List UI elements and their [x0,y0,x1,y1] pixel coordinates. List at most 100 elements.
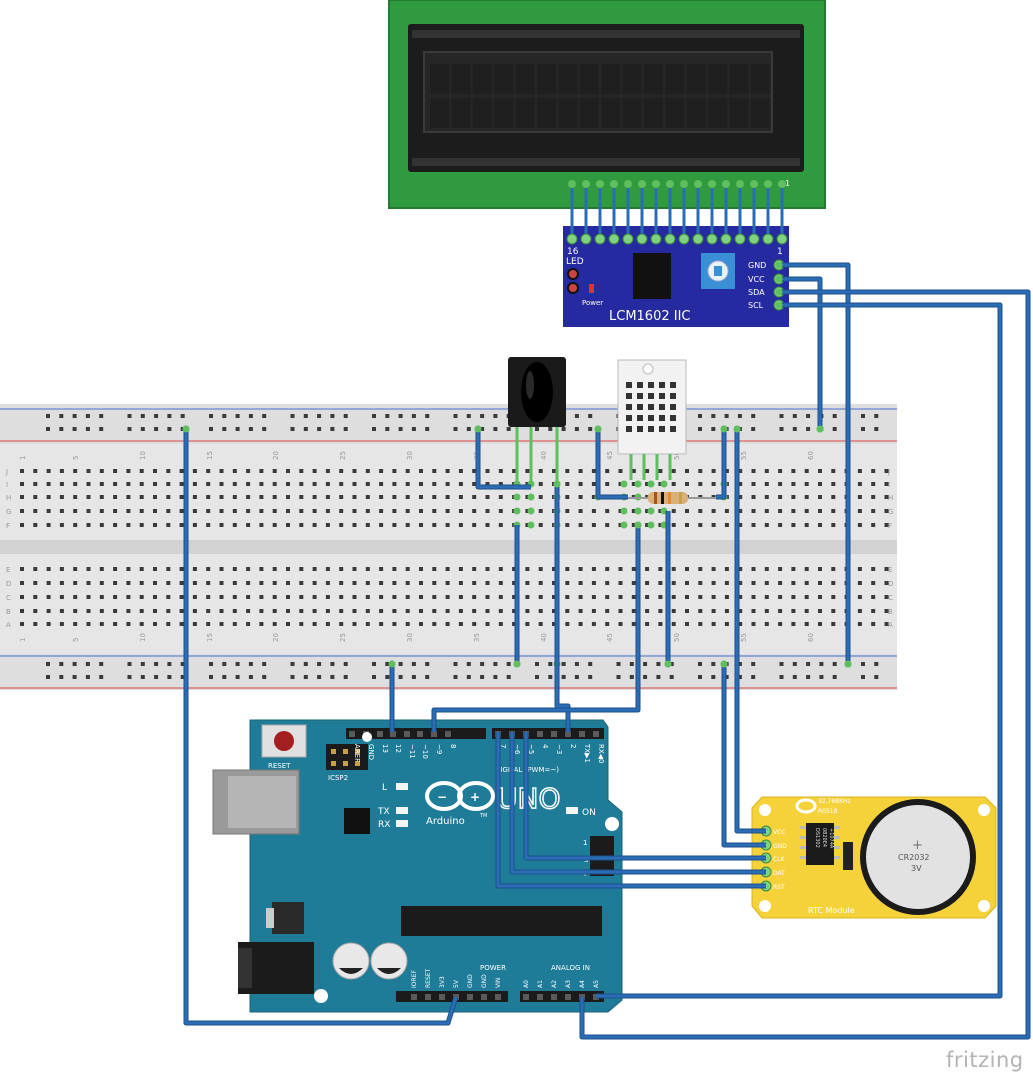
bb-hole [445,495,450,499]
wire [555,484,570,732]
bb-hole [645,609,650,613]
bb-hole [658,469,663,473]
bb-hole [857,567,862,571]
digital-pin-label: AREF [353,744,361,762]
bb-hole [166,495,171,499]
bb-rail-hole [209,675,213,679]
bb-rail-hole [506,675,511,679]
bb-rail-hole [262,662,267,666]
bb-hole [365,482,370,486]
power-pin-label: RESET [425,968,432,988]
bb-hole [325,567,330,571]
lcd-pin [638,180,646,188]
bb-hole [485,609,490,613]
bb-hole [139,523,144,527]
bb-hole [59,469,64,473]
bb-hole [379,622,384,626]
bb-hole [246,469,251,473]
bb-hole [884,482,889,486]
bb-hole [325,595,330,599]
bb-hole [565,581,570,585]
icsp1-label: 1 [583,839,587,847]
bb-hole [778,622,783,626]
bb-rail-hole [493,675,498,679]
bb-hole [645,581,650,585]
bb-hole [339,595,344,599]
bb-hole [312,509,317,513]
bb-used-hole [620,480,628,488]
bb-rail-hole [154,675,159,679]
bb-hole [379,469,384,473]
bb-hole [192,567,197,571]
bb-hole [724,567,729,571]
lcd-char-cell [451,64,471,94]
bb-hole [485,509,490,513]
brand-tm: TM [479,813,487,819]
wire [596,303,1002,998]
wire-endpoint [775,261,783,269]
bb-hole [20,609,24,613]
bb-hole [764,523,769,527]
bb-hole [352,495,357,499]
bb-hole [20,581,24,585]
bb-hole [153,595,157,599]
bb-rail-hole [209,662,213,666]
bb-hole [113,595,118,599]
bb-rail-hole [751,414,756,418]
bb-hole [458,595,463,599]
bb-rail-hole [724,414,729,418]
bb-hole [232,495,237,499]
bb-hole [591,495,596,499]
bb-hole [605,622,610,626]
bb-hole [458,469,463,473]
bb-hole [698,609,703,613]
power-pin-label: 5V [453,979,460,988]
bb-row-letter: E [888,566,892,574]
bb-rail-hole [466,427,471,431]
bb-column-number: 40 [540,451,548,460]
i2c-header-pin [580,233,592,245]
bb-hole [46,595,51,599]
bb-hole [299,523,304,527]
bb-rail-hole [127,662,132,666]
bb-hole [379,609,384,613]
bb-rail-hole [574,427,579,431]
bb-column-number: 45 [606,451,614,460]
i2c-header-pin [776,233,788,245]
bb-used-hole [634,480,642,488]
bb-hole [698,581,703,585]
bb-hole [352,581,357,585]
bb-hole [379,482,384,486]
bb-hole [485,567,490,571]
bb-hole [166,622,171,626]
bb-hole [259,567,264,571]
bb-rail-hole [779,662,784,666]
bb-hole [711,482,716,486]
bb-hole [405,609,410,613]
analog-header [520,991,604,1002]
battery-type: CR2032 [898,853,930,862]
bb-hole [59,509,64,513]
bb-hole [432,595,437,599]
bb-hole [59,495,64,499]
lcd-char-cell [558,98,578,128]
bb-rail-hole [466,662,471,666]
bb-hole [272,469,277,473]
bb-hole [791,581,796,585]
bb-hole [46,482,51,486]
analog-pin-label: A5 [593,980,600,988]
bb-hole [259,581,264,585]
bb-hole [325,622,330,626]
bb-hole [86,482,91,486]
bb-hole [485,523,490,527]
bb-rail-hole [819,675,824,679]
bb-hole [365,595,370,599]
bb-hole [272,622,277,626]
digital-pin-label: ~9 [435,744,443,754]
wire [476,429,531,489]
bb-rail-hole [861,427,865,431]
bb-rail-hole [779,414,784,418]
bb-hole [498,495,503,499]
bb-hole [392,469,397,473]
bb-rail-hole [72,414,77,418]
